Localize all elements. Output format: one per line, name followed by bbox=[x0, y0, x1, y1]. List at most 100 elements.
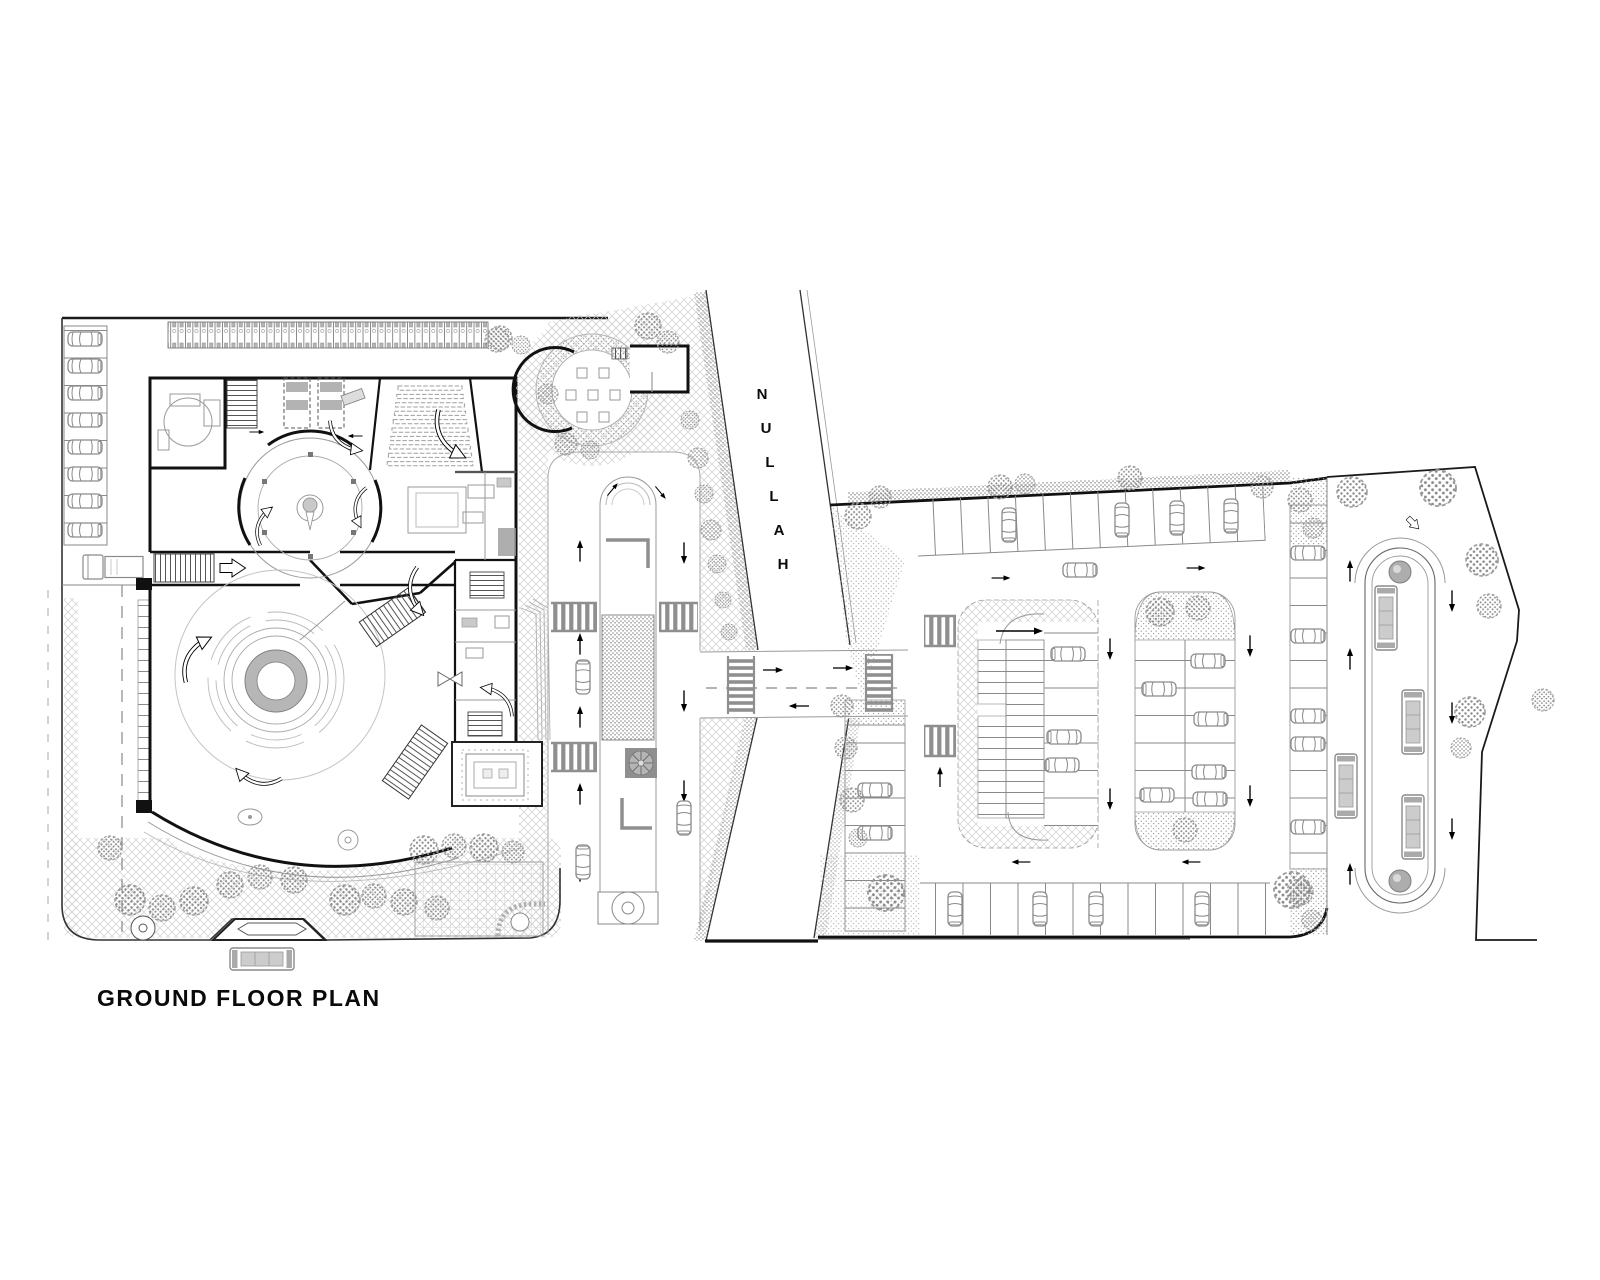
stage-block bbox=[407, 486, 467, 534]
car-icon bbox=[575, 844, 591, 880]
crosswalk bbox=[551, 601, 698, 773]
entry-sign bbox=[237, 922, 307, 936]
stairs-icon bbox=[226, 379, 258, 429]
bus-terminal bbox=[1286, 466, 1555, 941]
traffic-arrow-icon bbox=[1106, 637, 1114, 661]
bollard-ball-icon bbox=[1388, 560, 1412, 584]
car-icon bbox=[575, 659, 591, 695]
traffic-arrow-icon bbox=[1448, 589, 1456, 613]
parking-block-a bbox=[957, 599, 1099, 849]
tree-icon bbox=[1185, 595, 1211, 621]
crosswalk bbox=[924, 614, 956, 758]
traffic-arrow-icon bbox=[1186, 564, 1207, 572]
parking-row-bottom bbox=[920, 882, 1270, 935]
east-wing-rooms bbox=[437, 471, 516, 737]
car-icon bbox=[1194, 891, 1210, 927]
bollard-icon bbox=[130, 915, 156, 941]
traffic-arrow-icon bbox=[1448, 817, 1456, 841]
entry-landscape bbox=[97, 833, 545, 971]
car-icon bbox=[1290, 819, 1326, 835]
car-icon bbox=[1046, 729, 1082, 745]
bus-icon bbox=[229, 947, 295, 971]
flow-arrow-icon bbox=[1403, 513, 1423, 533]
svg-text:L: L bbox=[765, 454, 774, 471]
svg-text:N: N bbox=[757, 386, 768, 403]
nullah-channel: N U L L A H bbox=[680, 289, 1190, 943]
traffic-arrow-icon bbox=[1346, 862, 1354, 886]
traffic-arrow-icon bbox=[936, 766, 944, 788]
traffic-arrow-icon bbox=[1010, 858, 1031, 866]
bus-icon bbox=[1334, 753, 1358, 819]
motorcycle-parking-strip bbox=[167, 321, 531, 355]
car-icon bbox=[1169, 500, 1185, 536]
traffic-arrow-icon bbox=[1106, 787, 1114, 811]
parking-block-b bbox=[1134, 591, 1236, 851]
terrace-steps bbox=[520, 598, 551, 741]
car-icon bbox=[1193, 711, 1229, 727]
nullah-label: N U L L A H bbox=[757, 386, 789, 573]
traffic-arrow-icon bbox=[991, 574, 1012, 582]
terminal-stall-column bbox=[1286, 478, 1328, 935]
stairs-icon bbox=[153, 553, 215, 583]
svg-text:U: U bbox=[761, 420, 772, 437]
bollard-ball-icon bbox=[1388, 869, 1412, 893]
piano-icon bbox=[340, 387, 366, 407]
car-icon bbox=[1044, 757, 1080, 773]
traffic-arrow-icon bbox=[1246, 784, 1254, 808]
car-icon bbox=[1290, 708, 1326, 724]
core-shafts bbox=[283, 377, 345, 429]
stairs-icon bbox=[381, 724, 449, 800]
car-icon bbox=[1192, 791, 1228, 807]
traffic-arrow-icon bbox=[1346, 647, 1354, 671]
car-icon bbox=[1190, 653, 1226, 669]
traffic-arrow-icon bbox=[1246, 634, 1254, 658]
svg-text:A: A bbox=[774, 522, 785, 539]
kiosk-room bbox=[630, 344, 690, 394]
traffic-arrow-icon bbox=[1448, 701, 1456, 725]
bus-icon bbox=[1374, 585, 1398, 651]
car-icon bbox=[67, 466, 103, 482]
building-block bbox=[136, 376, 551, 882]
car-icon bbox=[67, 331, 103, 347]
tree-icon bbox=[1172, 817, 1198, 843]
car-icon bbox=[1001, 507, 1017, 543]
plaza-circle bbox=[487, 312, 690, 466]
car-icon bbox=[1062, 562, 1098, 578]
car-icon bbox=[1032, 891, 1048, 927]
meeting-room bbox=[157, 393, 221, 451]
car-icon bbox=[1088, 891, 1104, 927]
car-icon bbox=[67, 412, 103, 428]
conference-room bbox=[451, 741, 543, 807]
svg-text:H: H bbox=[778, 556, 789, 573]
auditorium-seating bbox=[386, 385, 474, 467]
car-icon bbox=[676, 800, 692, 836]
drawing-title: GROUND FLOOR PLAN bbox=[97, 985, 381, 1011]
fountain-icon bbox=[597, 891, 659, 925]
car-icon bbox=[67, 493, 103, 509]
car-icon bbox=[67, 358, 103, 374]
car-icon bbox=[1290, 545, 1326, 561]
car-icon bbox=[1050, 646, 1086, 662]
car-icon bbox=[1290, 628, 1326, 644]
west-parking-stalls bbox=[63, 325, 108, 546]
car-icon bbox=[1191, 764, 1227, 780]
traffic-arrow-icon bbox=[1346, 559, 1354, 583]
car-icon bbox=[1141, 681, 1177, 697]
bus-loop bbox=[1334, 537, 1446, 914]
circular-hall bbox=[237, 429, 383, 579]
car-icon bbox=[67, 522, 103, 538]
car-icon bbox=[1139, 787, 1175, 803]
car-icon bbox=[947, 891, 963, 927]
right-parking-lot bbox=[818, 465, 1329, 939]
car-icon bbox=[67, 385, 103, 401]
compass-icon bbox=[625, 748, 657, 778]
tree-icon bbox=[1145, 597, 1175, 627]
stairs-icon bbox=[611, 347, 628, 360]
bus-icon bbox=[1401, 794, 1425, 860]
car-icon bbox=[1223, 498, 1239, 534]
planter-icon bbox=[510, 912, 530, 932]
door-bowtie-icon bbox=[437, 671, 463, 687]
bus-icon bbox=[1401, 689, 1425, 755]
